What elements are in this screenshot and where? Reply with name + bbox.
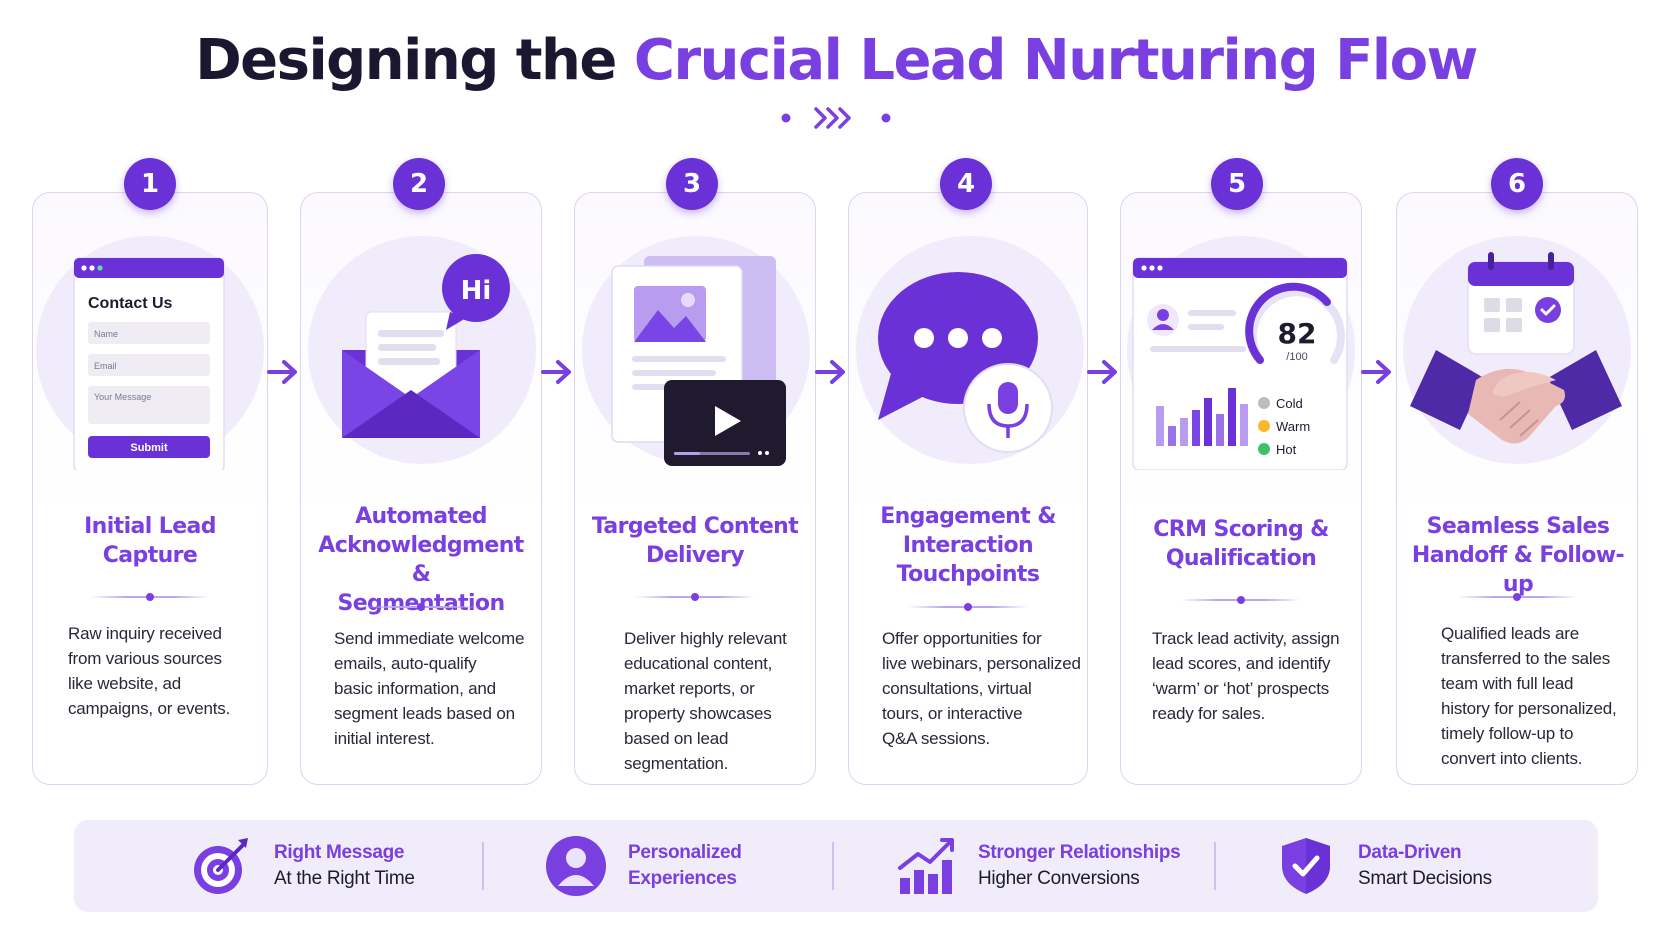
arrow-right-icon <box>1087 360 1117 384</box>
step-number-badge-5: 5 <box>1211 158 1263 210</box>
benefit-title: Personalized <box>628 842 742 863</box>
title-accent: Crucial Lead Nurturing Flow <box>633 28 1478 93</box>
benefit-separator <box>832 842 834 890</box>
benefit-title: Data-Driven <box>1358 842 1462 863</box>
arrow-right-icon <box>1361 360 1391 384</box>
step-divider-5 <box>1181 596 1301 604</box>
form-message-field: Your Message <box>94 392 151 402</box>
step-divider-3 <box>635 593 755 601</box>
step-number-badge-2: 2 <box>393 158 445 210</box>
shield-check-icon <box>1282 838 1330 894</box>
contact-form-illustration: Contact Us Name Email Your Message Submi… <box>73 257 225 470</box>
form-email-field: Email <box>94 361 117 371</box>
step-divider-4 <box>908 603 1028 611</box>
benefits-bar: Right Message At the Right Time Personal… <box>74 820 1598 912</box>
benefit-data-driven: Data-Driven Smart Decisions <box>1274 820 1492 912</box>
dots-icon <box>914 328 934 348</box>
step-number-badge-1: 1 <box>124 158 176 210</box>
step-number-badge-6: 6 <box>1491 158 1543 210</box>
growth-chart-icon <box>898 838 954 894</box>
cold-dot <box>1258 397 1270 409</box>
step-divider-6 <box>1457 593 1577 601</box>
step-number-badge-4: 4 <box>940 158 992 210</box>
crm-dashboard-illustration: 82 /100 Cold Warm Hot <box>1132 257 1348 470</box>
step-title-1: Initial Lead Capture <box>84 514 216 568</box>
title-ornament <box>520 107 1152 129</box>
benefit-separator <box>1214 842 1216 890</box>
microphone-icon <box>998 382 1018 414</box>
arrow-right-icon <box>541 360 571 384</box>
avatar-icon <box>1157 309 1169 321</box>
warm-dot <box>1258 420 1270 432</box>
benefit-subtitle: Higher Conversions <box>978 868 1140 889</box>
benefit-stronger-relationships: Stronger Relationships Higher Conversion… <box>894 820 1181 912</box>
step-number-badge-3: 3 <box>666 158 718 210</box>
email-envelope-illustration: Hi <box>342 254 510 438</box>
benefit-subtitle: Smart Decisions <box>1358 868 1492 889</box>
form-name-field: Name <box>94 329 118 339</box>
legend-warm: Warm <box>1276 419 1310 434</box>
step-divider-1 <box>90 593 210 601</box>
arrow-right-icon <box>267 360 297 384</box>
lead-score-max: /100 <box>1286 351 1307 363</box>
title-main: Designing the <box>195 28 617 93</box>
step-divider-2 <box>361 603 481 611</box>
score-gauge <box>1245 282 1331 364</box>
benefit-separator <box>482 842 484 890</box>
hot-dot <box>1258 443 1270 455</box>
benefit-subtitle: Experiences <box>628 868 737 889</box>
benefit-title: Stronger Relationships <box>978 842 1181 863</box>
benefit-personalized: Personalized Experiences <box>544 820 742 912</box>
form-heading: Contact Us <box>88 295 173 312</box>
handshake-calendar-illustration <box>1410 252 1622 444</box>
benefit-title: Right Message <box>274 842 405 863</box>
step-title-5: CRM Scoring &Qualification <box>1153 517 1329 571</box>
target-icon <box>194 838 248 894</box>
form-submit-button: Submit <box>130 442 168 454</box>
arrow-right-icon <box>815 360 845 384</box>
benefit-right-message: Right Message At the Right Time <box>190 820 415 912</box>
benefit-subtitle: At the Right Time <box>274 868 415 889</box>
content-media-illustration <box>611 256 786 466</box>
user-icon <box>546 836 606 896</box>
hi-speech-bubble: Hi <box>461 276 492 306</box>
lead-score-value: 82 <box>1278 317 1317 350</box>
legend-hot: Hot <box>1276 442 1297 457</box>
page-title: Designing the Crucial Lead Nurturing Flo… <box>0 28 1672 93</box>
legend-cold: Cold <box>1276 396 1303 411</box>
chat-engagement-illustration <box>878 272 1053 453</box>
